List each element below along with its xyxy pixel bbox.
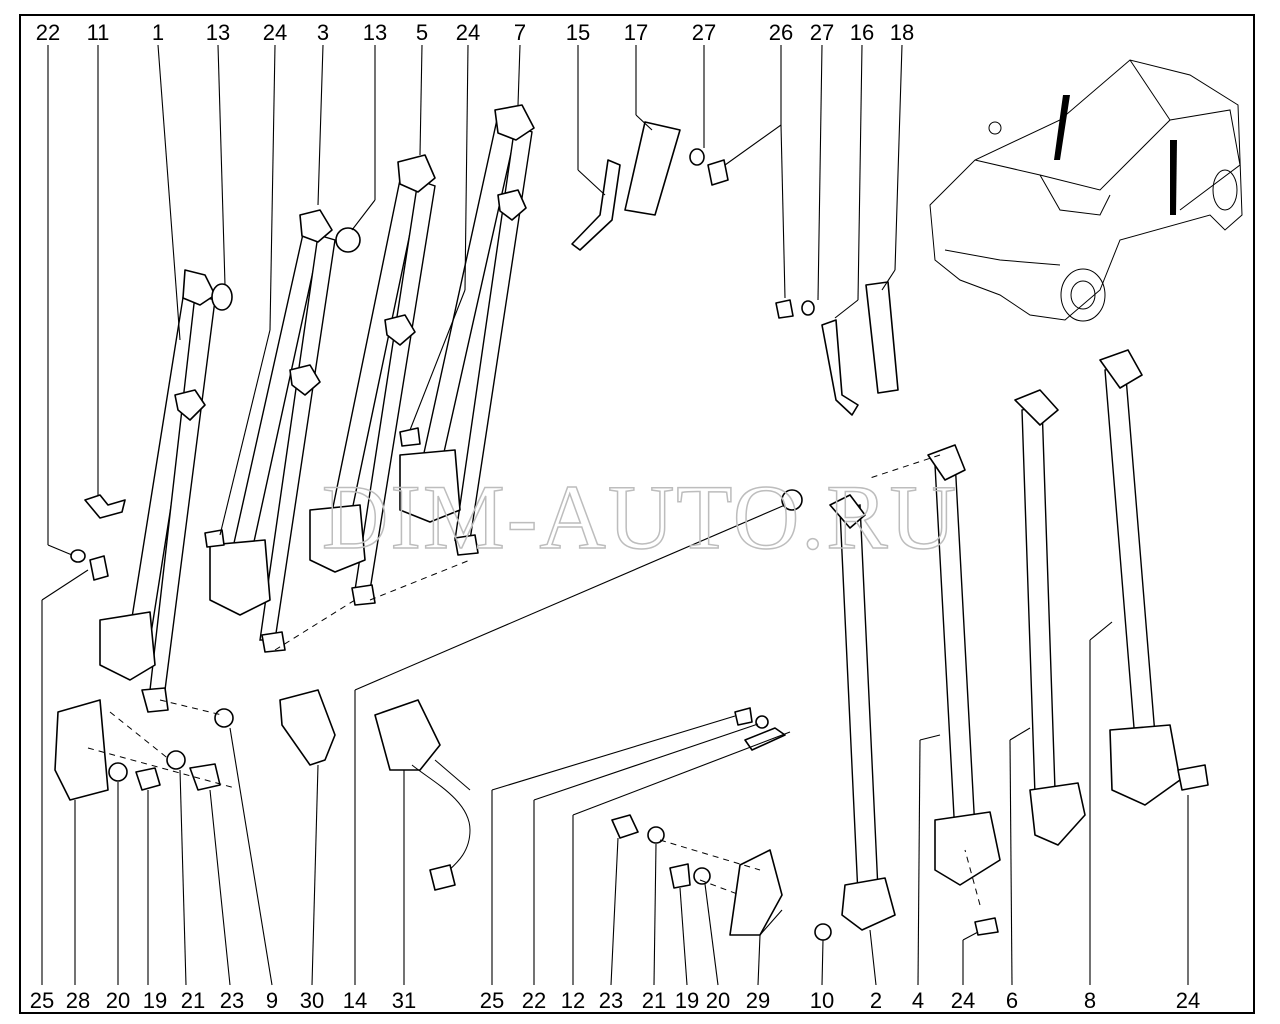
label-bottom-20: 20 [106,988,130,1013]
label-top-27: 27 [692,20,716,45]
bottom-part-numbers: 25 28 20 19 21 23 9 30 14 31 25 22 12 23… [30,988,1200,1013]
label-bottom-10: 10 [810,988,834,1013]
label-top-26: 26 [769,20,793,45]
label-bottom-21b: 21 [642,988,666,1013]
seat-belt-4 [927,444,1001,936]
label-top-22: 22 [36,20,60,45]
label-top-13b: 13 [363,20,387,45]
seat-belt-7 [399,104,535,556]
label-bottom-6: 6 [1006,988,1018,1013]
label-bottom-25: 25 [30,988,54,1013]
label-top-13: 13 [206,20,230,45]
seat-belt-8 [1099,349,1209,806]
label-bottom-4: 4 [912,988,924,1013]
upper-mount-parts [571,121,899,416]
label-bottom-14: 14 [343,988,367,1013]
label-bottom-19b: 19 [675,988,699,1013]
label-top-15: 15 [566,20,590,45]
label-bottom-23: 23 [220,988,244,1013]
label-bottom-20b: 20 [706,988,730,1013]
label-bottom-8: 8 [1084,988,1096,1013]
label-bottom-29: 29 [746,988,770,1013]
watermark: DIM-AUTO.RU [322,466,958,568]
label-bottom-31: 31 [392,988,416,1013]
label-top-17: 17 [624,20,648,45]
label-bottom-30: 30 [300,988,324,1013]
label-top-3: 3 [317,20,329,45]
label-bottom-2: 2 [870,988,882,1013]
label-bottom-9: 9 [266,988,278,1013]
seat-belt-2 [781,489,896,931]
label-top-11: 11 [87,20,110,45]
diagram-frame [19,14,1255,1014]
label-bottom-28: 28 [66,988,90,1013]
label-top-24: 24 [263,20,287,45]
seat-belt-6 [1014,389,1086,846]
label-top-16: 16 [850,20,874,45]
label-bottom-24b: 24 [1176,988,1200,1013]
label-bottom-23b: 23 [599,988,623,1013]
label-bottom-21: 21 [181,988,205,1013]
label-top-7: 7 [514,20,526,45]
label-bottom-25b: 25 [480,988,504,1013]
car-illustration [929,59,1243,322]
seat-belt-5 [309,154,436,606]
label-bottom-19: 19 [143,988,167,1013]
label-bottom-22: 22 [522,988,546,1013]
lower-left-parts [54,494,471,891]
label-bottom-12: 12 [561,988,585,1013]
label-top-1: 1 [152,20,164,45]
leader-lines [41,44,1189,986]
lower-middle-parts [611,707,832,941]
label-top-27b: 27 [810,20,834,45]
label-top-18: 18 [890,20,914,45]
top-part-numbers: 22 11 1 13 24 3 13 5 24 7 15 17 27 26 27… [36,20,914,45]
seat-belt-3 [204,209,361,653]
label-top-5: 5 [416,20,428,45]
seat-belt-1 [99,269,233,713]
label-top-24b: 24 [456,20,480,45]
label-bottom-24: 24 [951,988,975,1013]
